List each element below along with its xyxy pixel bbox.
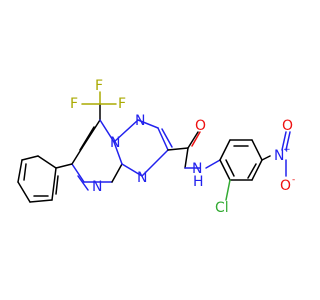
nitrophenyl-ring-bonds (205, 139, 271, 201)
atom-label-n-pyrimidine: N (92, 179, 102, 195)
molecule-structure: F F F N N N N O N H Cl N + O O - (17, 78, 295, 216)
atom-label-o-carbonyl: O (195, 118, 206, 134)
atom-label-n-nitro: N (274, 148, 284, 164)
triazole-ring-bonds (113, 119, 173, 177)
atom-label-n-nitro-charge: + (283, 145, 291, 155)
phenyl-ring-bonds (17, 155, 73, 203)
atom-label-o-nitro-top: O (282, 118, 293, 134)
atom-label-o-nitro-bottom: O (280, 178, 291, 194)
trifluoromethyl-bonds (81, 91, 117, 121)
atom-label-n-amide: N (192, 161, 202, 177)
atom-label-n-triazole-top: N (135, 113, 145, 129)
atom-label-f-right: F (118, 96, 126, 112)
pyrimidine-ring-bonds (71, 119, 123, 191)
amide-bonds (167, 131, 201, 169)
nitro-group-bonds (281, 131, 291, 177)
atom-label-n-bridge: N (110, 135, 120, 151)
atom-label-n-triazole-bottom: N (137, 170, 147, 186)
atom-label-f-top: F (95, 78, 103, 94)
atom-label-o-nitro-charge: - (292, 175, 295, 185)
atom-label-cl: Cl (215, 200, 229, 216)
atom-label-h-amide: H (193, 174, 204, 190)
atom-label-f-left: F (70, 96, 78, 112)
